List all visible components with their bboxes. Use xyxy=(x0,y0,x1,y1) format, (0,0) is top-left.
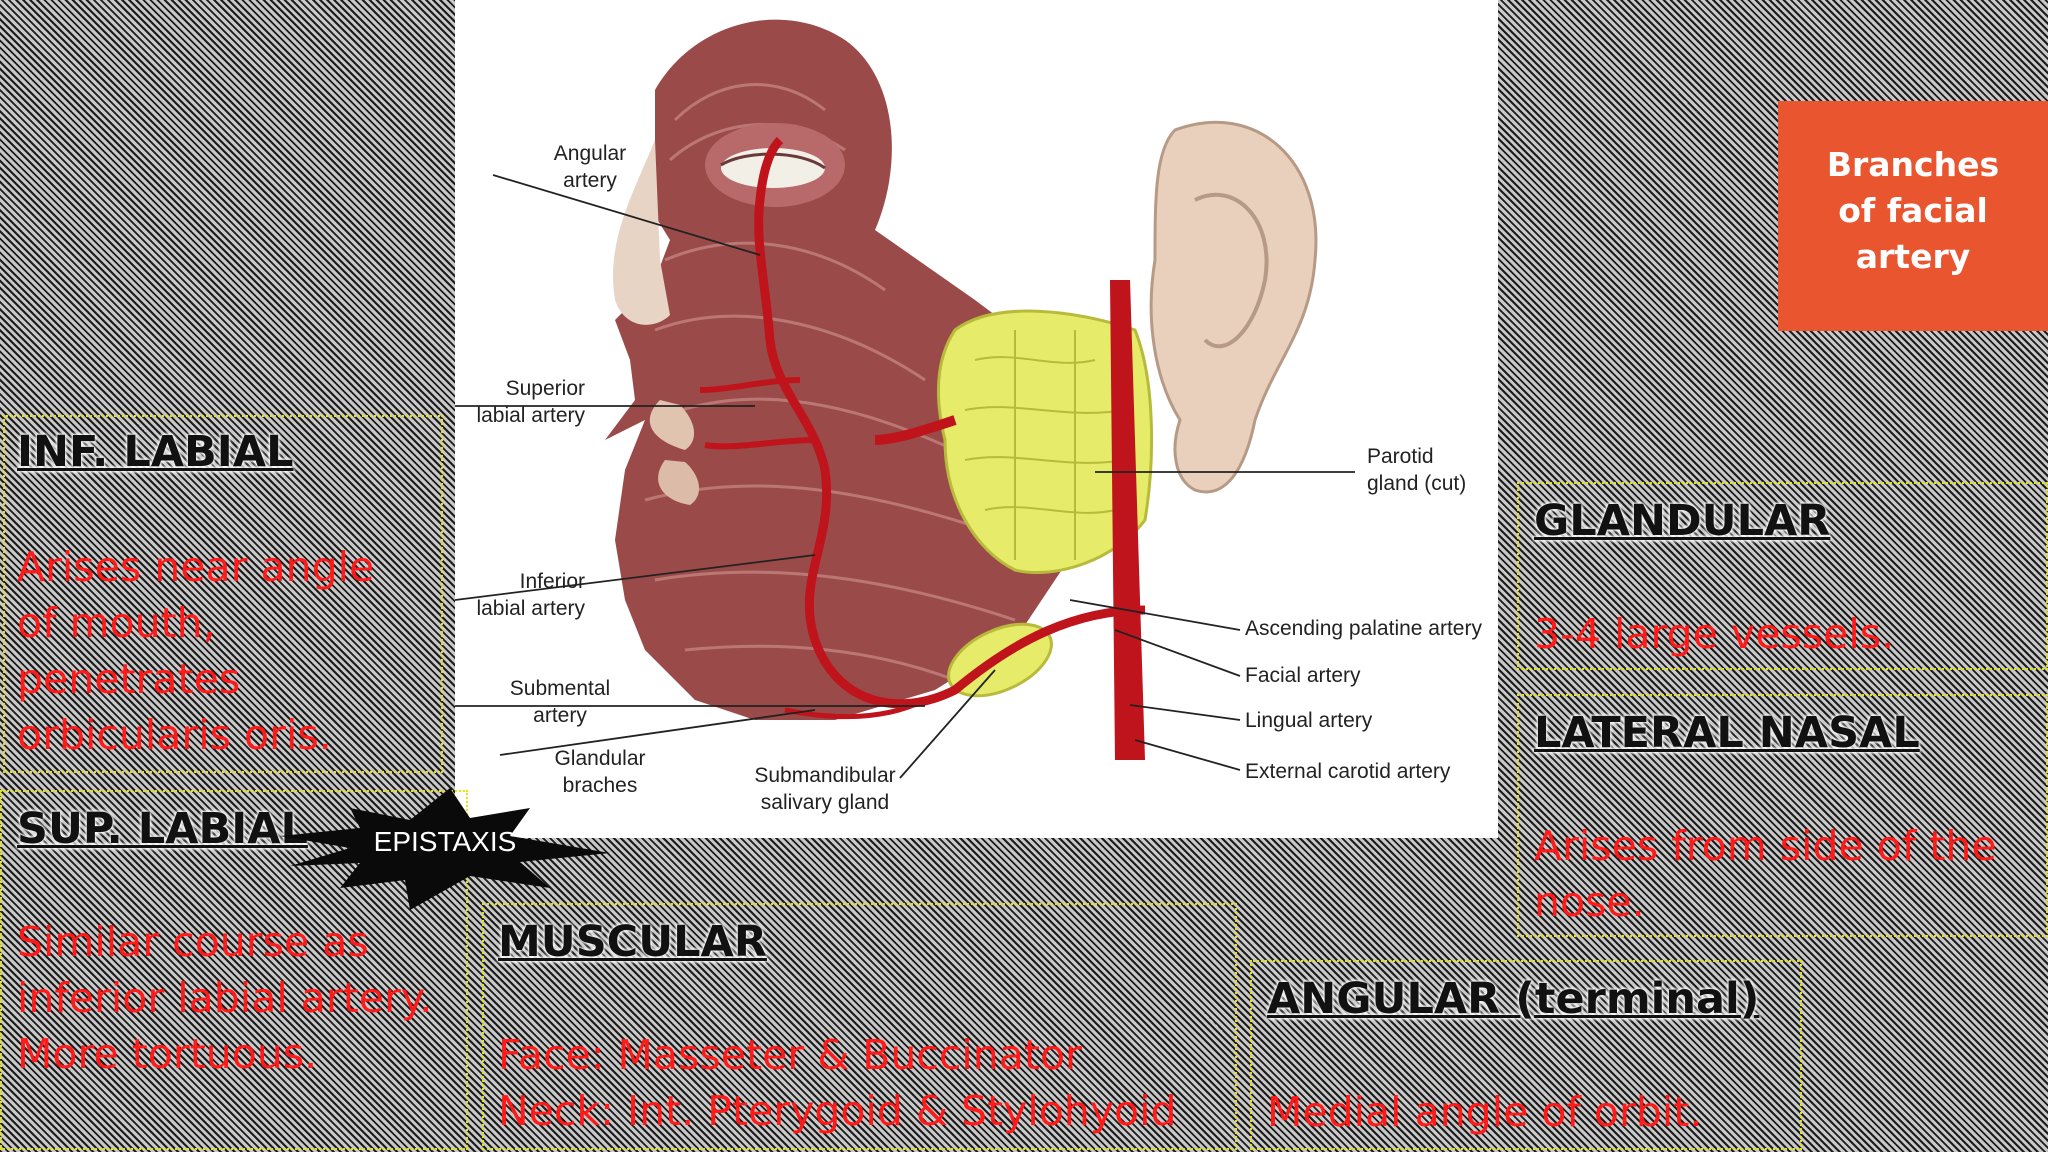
burst-shape-icon xyxy=(280,788,610,910)
label-superior-labial: Superior labial artery xyxy=(476,377,585,427)
parotid-gland xyxy=(937,309,1154,575)
sup-labial-box: SUP. LABIAL Similar course as inferior l… xyxy=(0,790,468,1150)
angular-title: ANGULAR (terminal) xyxy=(1267,974,1760,1024)
label-parotid-gland: Parotid gland (cut) xyxy=(1367,445,1467,495)
glandular-title: GLANDULAR xyxy=(1534,496,1831,546)
epistaxis-burst: EPISTAXIS xyxy=(280,788,610,910)
facial-artery-illustration xyxy=(454,19,1355,779)
facial-artery-course xyxy=(754,136,1146,709)
branches-tag-text: Branches of facial artery xyxy=(1826,145,2000,276)
anatomy-figure: Angular artery Superior labial artery In… xyxy=(454,0,1498,838)
sup-labial-title: SUP. LABIAL xyxy=(17,804,308,854)
inf-labial-box: INF. LABIAL Arises near angle of mouth, … xyxy=(3,415,443,773)
label-external-carotid: External carotid artery xyxy=(1245,760,1451,783)
sup-labial-body: Similar course as inferior labial artery… xyxy=(17,918,433,1078)
label-ascending-palatine: Ascending palatine artery xyxy=(1245,617,1482,640)
muscular-line-2: Neck: Int. Pterygoid & Stylohyoid xyxy=(498,1087,1177,1135)
label-lingual-artery: Lingual artery xyxy=(1245,709,1373,732)
lateral-nasal-box: LATERAL NASAL Arises from side of the no… xyxy=(1517,694,2048,937)
lateral-nasal-body: Arises from side of the nose. xyxy=(1534,822,1997,926)
inf-labial-body: Arises near angle of mouth, penetrates o… xyxy=(17,543,375,759)
epistaxis-label: EPISTAXIS xyxy=(373,826,517,857)
upper-lip xyxy=(649,400,695,450)
label-facial-artery: Facial artery xyxy=(1245,664,1361,687)
external-carotid xyxy=(1110,280,1145,760)
lateral-nasal-title: LATERAL NASAL xyxy=(1534,708,1920,758)
label-angular-artery: Angular artery xyxy=(553,142,627,192)
inf-labial-title: INF. LABIAL xyxy=(17,427,294,477)
glandular-body: 3-4 large vessels. xyxy=(1534,610,1895,658)
label-glandular-braches: Glandular braches xyxy=(554,747,646,797)
label-inferior-labial: Inferior labial artery xyxy=(476,570,585,620)
glandular-box: GLANDULAR 3-4 large vessels. xyxy=(1517,482,2048,670)
ear-icon xyxy=(1149,120,1318,494)
nose-icon xyxy=(613,140,670,325)
muscular-box: MUSCULAR Face: Masseter & Buccinator Nec… xyxy=(482,903,1237,1150)
branches-tag: Branches of facial artery xyxy=(1778,101,2048,331)
angular-body: Medial angle of orbit. xyxy=(1267,1088,1703,1136)
lower-lip xyxy=(658,460,700,505)
muscular-title: MUSCULAR xyxy=(498,917,767,967)
muscular-line-1: Face: Masseter & Buccinator xyxy=(498,1031,1082,1079)
label-submandibular-gland: Submandibular salivary gland xyxy=(754,764,896,814)
angular-box: ANGULAR (terminal) Medial angle of orbit… xyxy=(1250,960,1802,1150)
label-submental-artery: Submental artery xyxy=(509,677,611,727)
